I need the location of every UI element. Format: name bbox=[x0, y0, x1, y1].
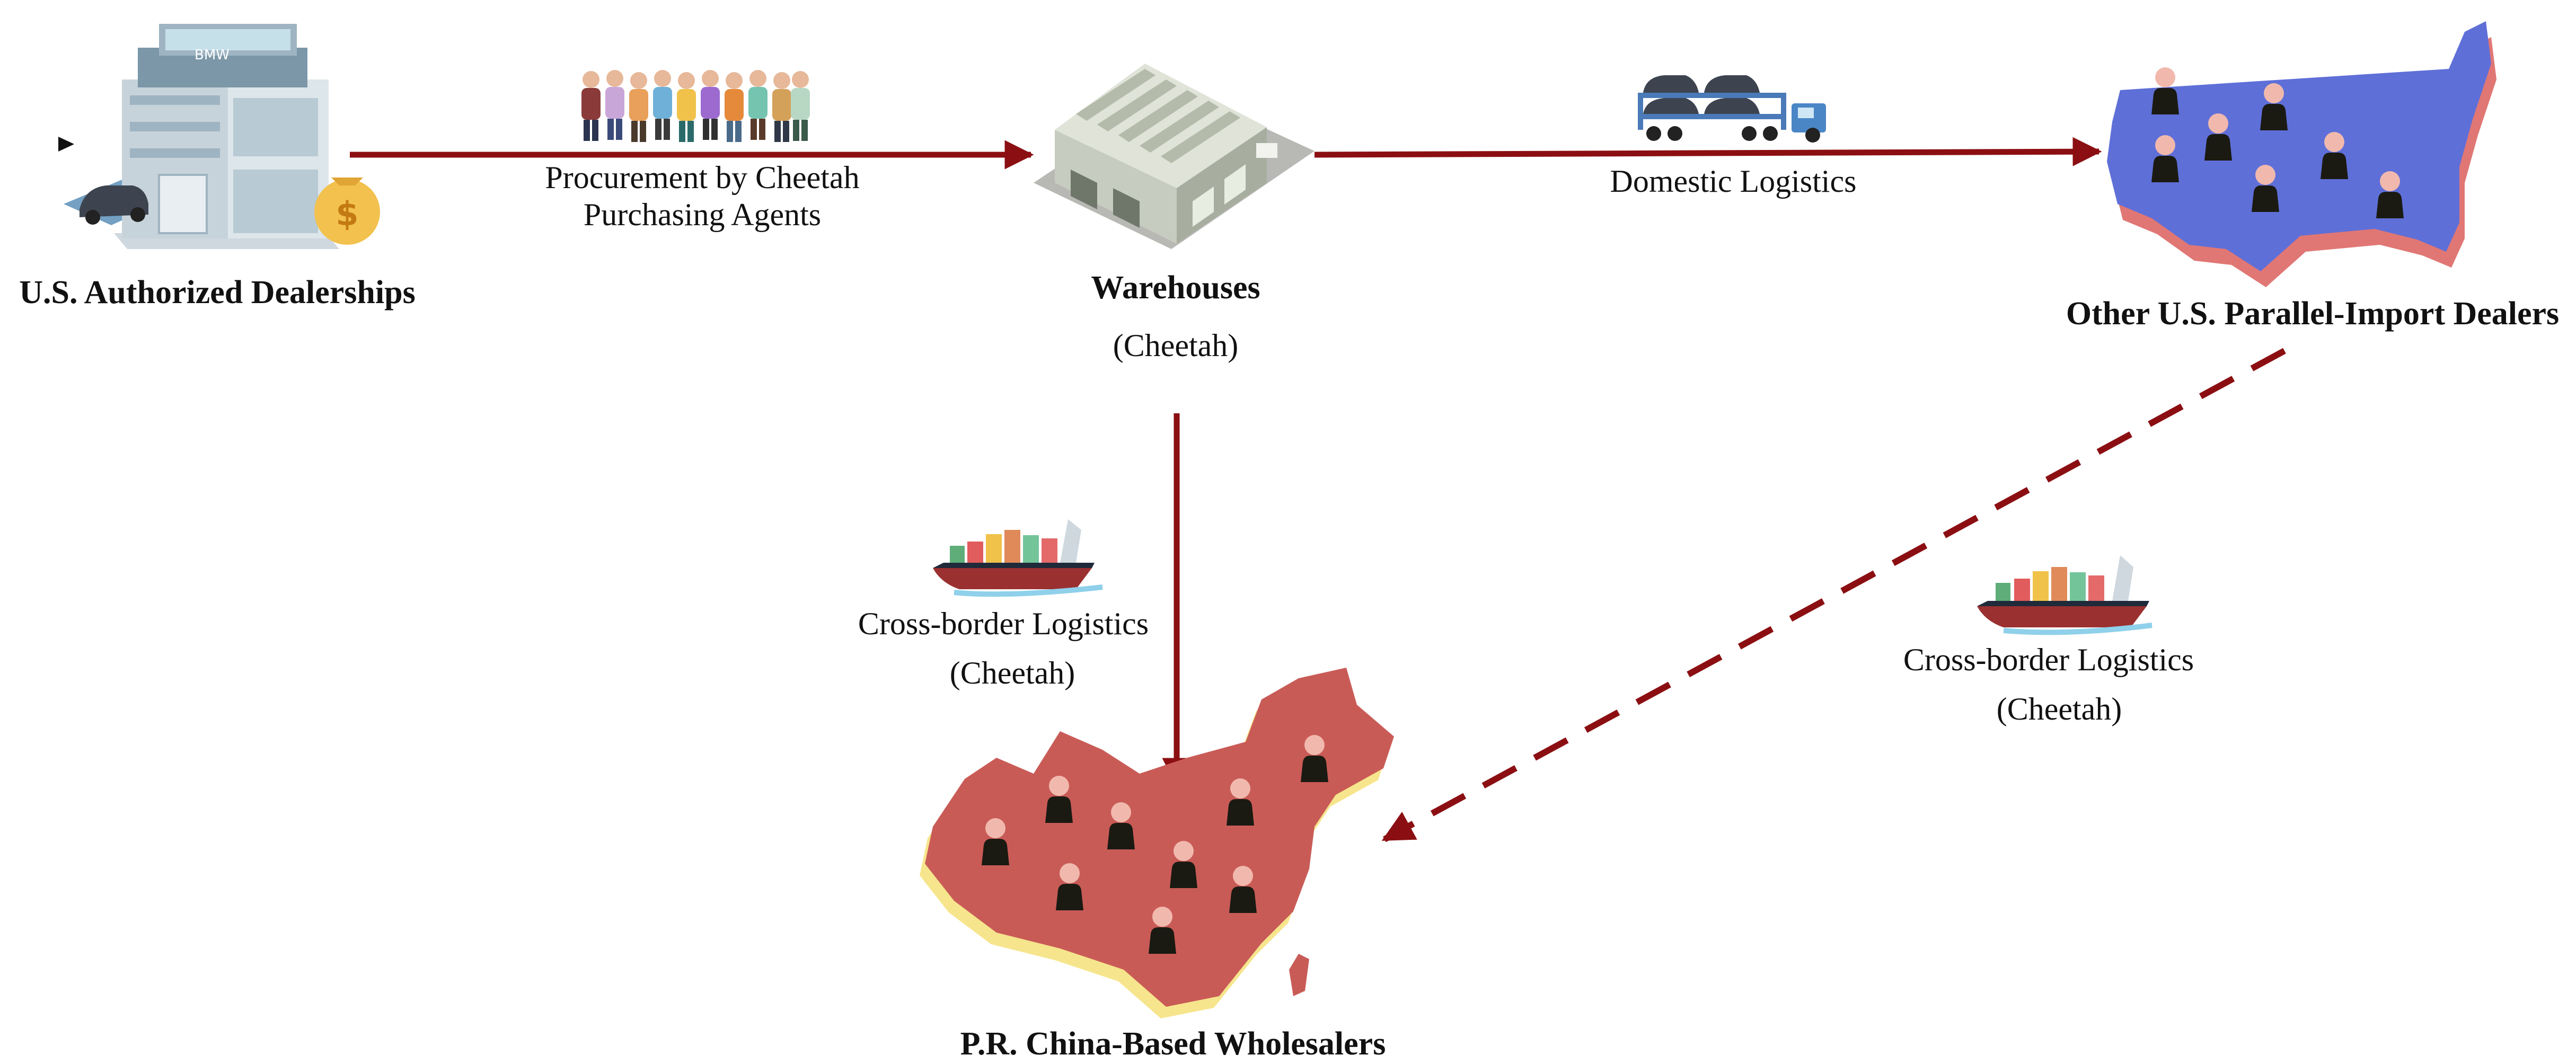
crossborder-dealers-dashed-arrow bbox=[1381, 348, 2286, 843]
car-carrier-truck-icon bbox=[1638, 75, 1826, 143]
procurement-label-line2: Purchasing Agents bbox=[584, 197, 821, 232]
dealerships-label: U.S. Authorized Dealerships bbox=[19, 274, 415, 311]
wholesalers-label: P.R. China-Based Wholesalers bbox=[960, 1026, 1386, 1062]
crossborder-warehouse-label-line1: Cross-border Logistics bbox=[858, 606, 1149, 641]
procurement-label-line1: Procurement by Cheetah bbox=[545, 160, 859, 195]
domestic-logistics-arrow bbox=[1314, 137, 2102, 166]
domestic-logistics-label: Domestic Logistics bbox=[1610, 164, 1857, 199]
crossborder-warehouse-label-line2: (Cheetah) bbox=[950, 655, 1075, 690]
crossborder-dealers-label-line1: Cross-border Logistics bbox=[1903, 642, 2194, 677]
purchasing-agents-group-icon bbox=[581, 70, 810, 142]
china-map-icon bbox=[920, 668, 1394, 1018]
usa-map-icon bbox=[2107, 21, 2496, 287]
warehouse-icon bbox=[1034, 64, 1315, 249]
cargo-ship-icon bbox=[1977, 555, 2152, 635]
crossborder-dealers-label-line2: (Cheetah) bbox=[1997, 691, 2122, 726]
warehouses-label: Warehouses bbox=[1091, 270, 1260, 306]
dealership-building-icon: BMW $ bbox=[64, 24, 380, 249]
pointer-icon bbox=[58, 137, 74, 152]
svg-text:$: $ bbox=[336, 194, 358, 233]
other-dealers-label: Other U.S. Parallel-Import Dealers bbox=[2066, 296, 2559, 332]
cargo-ship-icon bbox=[933, 519, 1103, 597]
building-sign: BMW bbox=[195, 47, 230, 63]
warehouses-sublabel: (Cheetah) bbox=[1113, 328, 1239, 363]
